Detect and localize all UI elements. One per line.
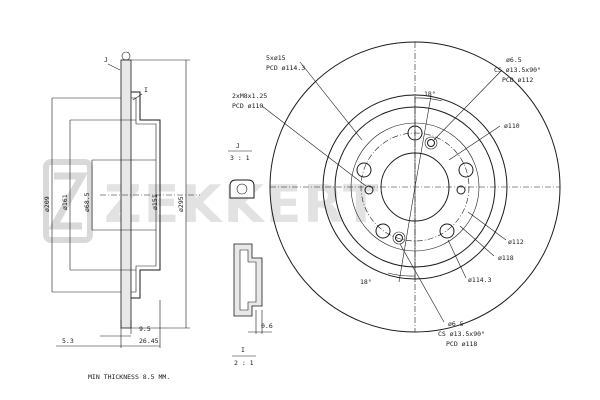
front-view: 18° 18° 5xø15 PCD ø114.3 2xM8x1.25 PCD ø… (232, 41, 561, 348)
leader-cs-bottom (399, 243, 445, 323)
top-boss (121, 51, 131, 61)
detail-j-shape (229, 179, 255, 199)
dim-110-label: ø110 (504, 122, 520, 130)
leader-cs-top (433, 69, 503, 141)
angle-bottom-label: 18° (360, 278, 372, 286)
detail-i: 0.6 I 2 : 1 (232, 243, 273, 367)
min-thickness-note: MIN THICKNESS 8.5 MM. (88, 373, 170, 381)
watermark-logo-z (48, 172, 88, 230)
detail-j-label: J (236, 142, 240, 150)
detail-leader-i (132, 93, 143, 101)
dim-112-label: ø112 (508, 238, 524, 246)
dim-offset-label: 5.3 (62, 337, 74, 345)
section-mark-j: J (104, 56, 108, 64)
stud-hole-2 (458, 162, 474, 178)
cs-hole-bottom (395, 234, 403, 242)
threads-pcd: PCD ø110 (232, 102, 263, 110)
cs-bottom-pcd: PCD ø118 (446, 340, 477, 348)
angle-top-label: 18° (424, 90, 436, 98)
dim-pilot-label: ø68.5 (83, 192, 91, 212)
dim-1143-label: ø114.3 (468, 276, 492, 284)
detail-i-dim: 0.6 (261, 322, 273, 330)
detail-i-inner (239, 249, 257, 311)
holes-pcd: PCD ø114.3 (266, 64, 305, 72)
watermark: ZEKKERT (43, 159, 379, 243)
angle-arc-bottom (387, 272, 416, 277)
dim-thickness-label: 9.5 (139, 325, 151, 333)
cs-top-hole: ø6.5 (506, 56, 522, 64)
cs-top-spec: CS ø13.5x90° (494, 66, 541, 74)
stud-hole-4 (375, 223, 391, 239)
detail-i-scale: 2 : 1 (234, 359, 254, 367)
detail-mark-i: I (144, 86, 148, 94)
section-leader-j (107, 63, 121, 71)
watermark-logo-frame (43, 159, 93, 243)
stud-hole-3 (439, 223, 455, 239)
detail-j-scale: 3 : 1 (230, 154, 250, 162)
dim-outer-label: ø295 (177, 196, 185, 212)
detail-i-label: I (241, 346, 245, 354)
dim-hat-label: ø151 (151, 194, 159, 210)
dim-face-label: ø209 (43, 196, 51, 212)
cs-bottom-spec: CS ø13.5x90° (438, 330, 485, 338)
leader-holes (299, 61, 363, 141)
side-view: J I ø209 ø161 ø68.5 ø151 ø295 9.5 26.45 … (43, 51, 200, 348)
cs-hole-top (427, 139, 435, 147)
detail-j: J 3 : 1 (228, 142, 255, 199)
threaded-hole-right (456, 185, 466, 195)
dim-bore-label: ø161 (61, 194, 69, 210)
dim-hat-height-label: 26.45 (139, 337, 159, 345)
angle-arc-top (414, 97, 443, 102)
cs-top-pcd: PCD ø112 (502, 76, 533, 84)
threads-label: 2xM8x1.25 (232, 92, 267, 100)
cs-bottom-hole: ø6.5 (448, 320, 464, 328)
detail-j-radius (236, 183, 248, 195)
disc-friction-ring (120, 59, 132, 329)
holes-label: 5xø15 (266, 54, 286, 62)
threaded-hole-left (364, 185, 374, 195)
dim-118-label: ø118 (498, 254, 514, 262)
stud-hole-5 (356, 162, 372, 178)
leader-threads (261, 105, 367, 187)
